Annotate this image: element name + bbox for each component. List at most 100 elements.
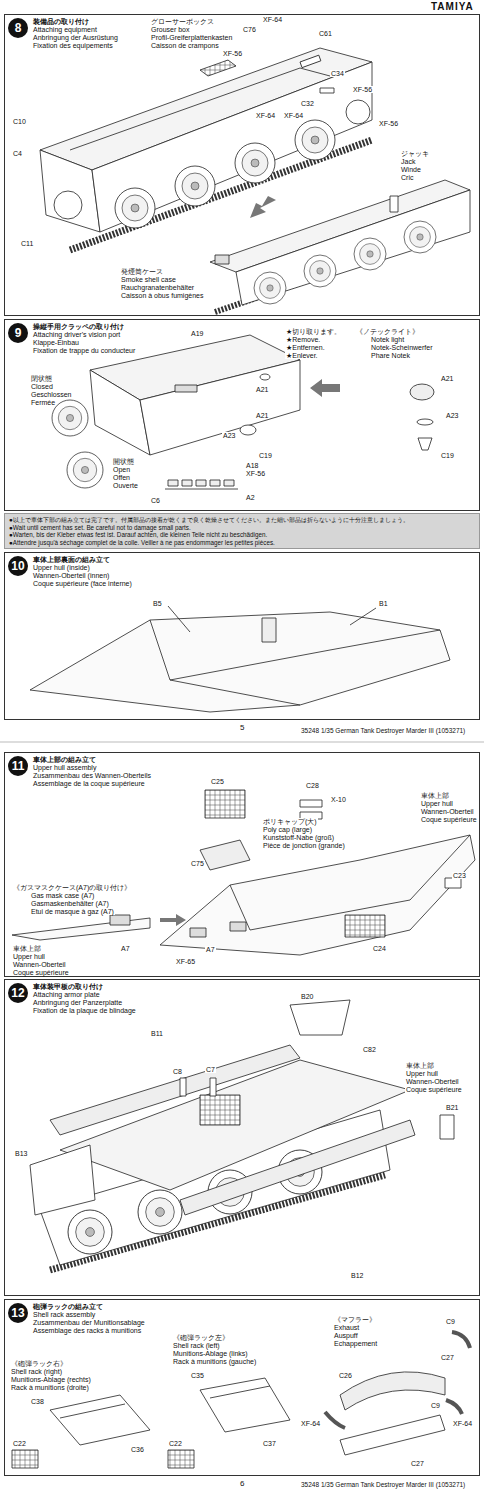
- part-label: Ouverte: [112, 482, 139, 489]
- part-label: Rack à munitions (droite): [10, 1384, 90, 1391]
- drawing-polygon: [236, 190, 470, 305]
- drawing-path: [325, 1412, 345, 1428]
- note-text: ●Attendre jusqu'à séchage complet de la …: [9, 539, 475, 547]
- drawing-path: [418, 438, 432, 450]
- part-label: B12: [350, 1272, 364, 1279]
- step-title: Attaching equipment: [33, 26, 118, 34]
- drawing-circle: [346, 100, 370, 124]
- part-label: Exhaust: [333, 1324, 360, 1331]
- drawing-path: [340, 1372, 445, 1410]
- part-label: A7: [120, 945, 131, 952]
- drawing-rect: [182, 480, 192, 486]
- step-title: Coque supérieure (face interne): [33, 580, 132, 588]
- part-label: Upper hull: [12, 953, 46, 960]
- part-label: B21: [445, 1104, 459, 1111]
- step-number-circle: 9: [8, 323, 28, 343]
- step-title: 車体装甲板の取り付け: [33, 983, 136, 991]
- part-label: C9: [430, 1402, 441, 1409]
- drawing-rect: [390, 196, 398, 212]
- step-title: 車体上部の組み立て: [33, 756, 151, 764]
- part-label: Echappement: [333, 1340, 378, 1347]
- drawing-rect: [224, 480, 234, 486]
- step-title: 車体上部裏面の組み立て: [33, 556, 132, 564]
- note-text: ●Warten, bis der Kleber etwas fest ist. …: [9, 531, 475, 539]
- part-label: Notek light: [370, 336, 405, 343]
- step-number: 9: [15, 326, 22, 340]
- drawing-polyline: [60, 1404, 125, 1418]
- drawing-ellipse: [240, 425, 256, 435]
- part-label: 5: [239, 724, 245, 732]
- drawing-line: [165, 489, 238, 490]
- part-label: Etui de masque à gaz (A7): [30, 908, 115, 915]
- drawing-rect: [262, 618, 276, 642]
- drawing-polyline: [170, 630, 440, 680]
- part-label: Munitions-Ablage (links): [172, 1350, 249, 1357]
- step-title: Shell rack assembly: [33, 1311, 145, 1319]
- step-title-block: 車体上部の組み立てUpper hull assemblyZusammenbau …: [33, 756, 151, 788]
- part-label: XF-65: [175, 958, 196, 965]
- drawing-ellipse: [410, 384, 434, 400]
- drawing-polyline: [210, 1386, 270, 1398]
- part-label: 車体上部: [405, 1062, 435, 1069]
- part-label: Profil-Greiferplattenkasten: [150, 34, 233, 41]
- part-label: Jack: [400, 158, 416, 165]
- drawing-path: [452, 1332, 470, 1348]
- drawing-rect: [345, 915, 385, 937]
- part-label: XF-56: [245, 470, 266, 477]
- part-label: A18: [245, 462, 259, 469]
- step-title-block: 装備品の取り付けAttaching equipmentAnbringung de…: [33, 18, 118, 50]
- part-label: B11: [150, 1030, 164, 1037]
- drawing-rect: [168, 1450, 194, 1468]
- part-label: 開状態: [112, 458, 135, 465]
- drawing-rect: [175, 385, 197, 392]
- drawing-polygon: [160, 835, 475, 955]
- part-label: C7: [205, 1066, 216, 1073]
- drawing-polygon: [160, 914, 186, 926]
- step-number-circle: 11: [8, 756, 28, 776]
- part-label: C35: [190, 1372, 205, 1379]
- part-label: A23: [222, 432, 236, 439]
- part-label: TAMIYA: [430, 2, 475, 13]
- part-label: Kunststoff-Nabe (groß): [262, 834, 335, 841]
- part-label: XF-64: [262, 16, 283, 23]
- step-number-circle: 12: [8, 983, 28, 1003]
- part-label: Cric: [400, 174, 414, 181]
- step-header: 10車体上部裏面の組み立てUpper hull (inside)Wannen-O…: [5, 553, 479, 588]
- part-label: XF-64: [452, 1420, 473, 1427]
- part-label: C25: [210, 778, 225, 785]
- part-label: 6: [239, 1480, 245, 1488]
- part-label: Gas mask case (A7): [30, 892, 95, 899]
- drawing-rect: [320, 88, 334, 93]
- step-title: Attaching armor plate: [33, 991, 136, 999]
- part-label: XF-64: [255, 112, 276, 119]
- drawing-rect: [210, 480, 220, 486]
- drawing-rect: [180, 1078, 186, 1096]
- part-label: C36: [130, 1446, 145, 1453]
- part-label: XF-56: [222, 50, 243, 57]
- part-label: Smoke shell case: [120, 276, 177, 283]
- part-label: X-10: [330, 796, 347, 803]
- drawing-use: [254, 272, 286, 304]
- drawing-polygon: [200, 1378, 290, 1432]
- step-number-circle: 10: [8, 556, 28, 576]
- part-label: ★Entfernen.: [285, 344, 326, 351]
- drawing-line: [350, 608, 376, 625]
- part-label: Open: [112, 466, 131, 473]
- note-text: ●以上で車体下部の組み立ては完了です。付属部品の接着が乾くまで良く乾燥させてくだ…: [9, 516, 475, 524]
- drawing-line: [0, 742, 484, 743]
- part-label: Caisson à obus fumigènes: [120, 292, 205, 299]
- part-label: C23: [452, 872, 467, 879]
- part-label: Rauchgranatenbehälter: [120, 284, 195, 291]
- drawing-polygon: [180, 1120, 415, 1215]
- drawing-polygon: [140, 360, 300, 455]
- drawing-polygon: [30, 612, 450, 712]
- part-label: Closed: [30, 383, 54, 390]
- part-label: Geschlossen: [30, 391, 72, 398]
- part-label: C6: [150, 497, 161, 504]
- part-label: 《ガスマスクケース(A7)の取り付け》: [12, 884, 132, 891]
- drawing-rect: [230, 922, 246, 931]
- step-panel: 10車体上部裏面の組み立てUpper hull (inside)Wannen-O…: [4, 552, 480, 720]
- drawing-use: [354, 238, 386, 270]
- part-label: C9: [445, 1318, 456, 1325]
- step-title: Anbringung der Panzerplatte: [33, 999, 136, 1007]
